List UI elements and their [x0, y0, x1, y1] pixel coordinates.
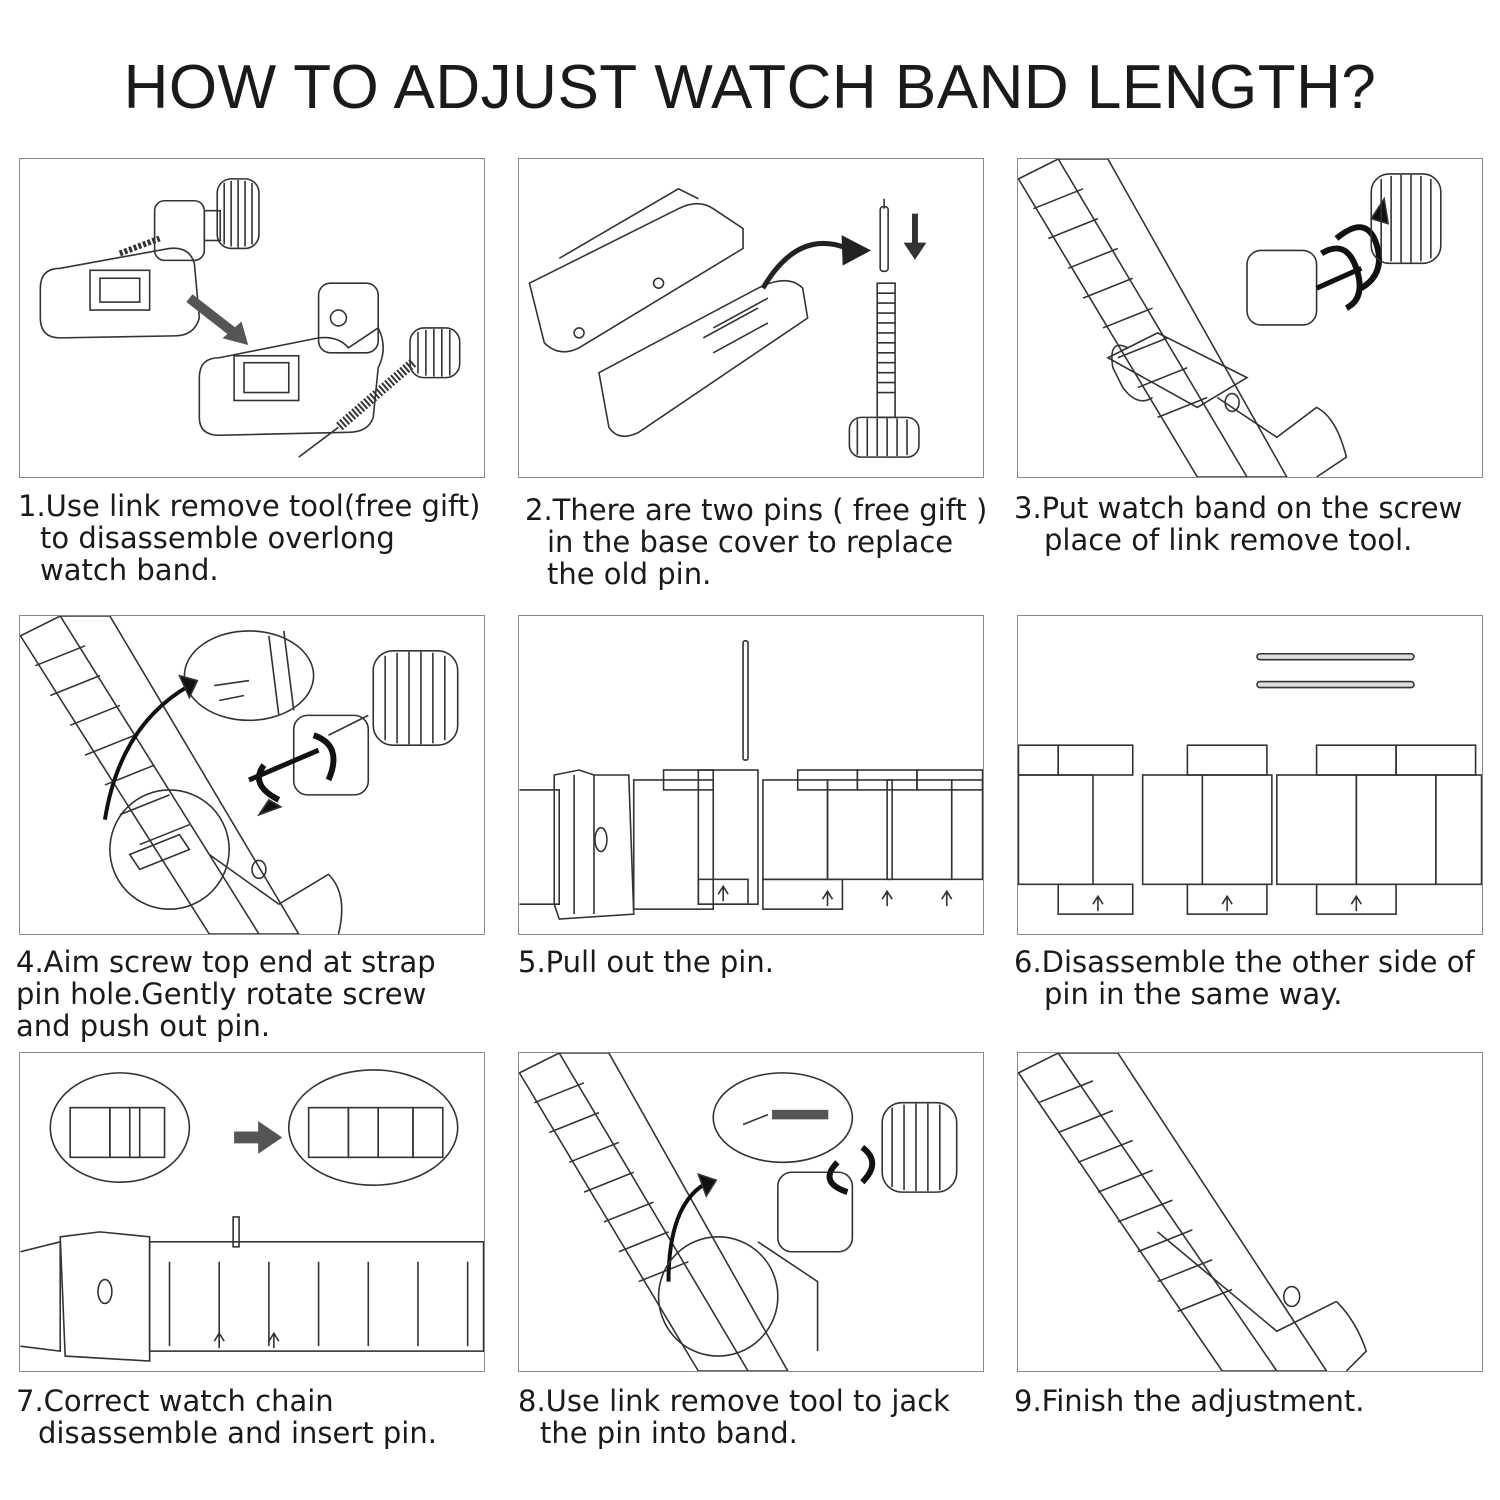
step-8-caption: 8.Use link remove tool to jack the pin i… — [518, 1384, 950, 1450]
step-4-illustration — [19, 615, 485, 935]
step-1-caption: 1.Use link remove tool(free gift) to dis… — [18, 489, 481, 587]
step-6-caption: 6.Disassemble the other side of pin in t… — [1014, 945, 1475, 1011]
step-3-caption: 3.Put watch band on the screw place of l… — [1014, 491, 1463, 557]
step-3-illustration — [1017, 158, 1483, 478]
step-4-caption: 4.Aim screw top end at strap pin hole.Ge… — [16, 945, 436, 1043]
step-2-caption: 2.There are two pins ( free gift ) in th… — [525, 493, 988, 591]
step-9-illustration — [1017, 1052, 1483, 1372]
step-6-illustration — [1017, 615, 1483, 935]
step-5-caption: 5.Pull out the pin. — [518, 945, 774, 979]
step-1-illustration — [19, 158, 485, 478]
step-9-caption: 9.Finish the adjustment. — [1014, 1384, 1365, 1418]
step-2-illustration — [518, 158, 984, 478]
step-8-illustration — [518, 1052, 984, 1372]
step-5-illustration — [518, 615, 984, 935]
step-7-illustration — [19, 1052, 485, 1372]
step-7-caption: 7.Correct watch chain disassemble and in… — [16, 1384, 437, 1450]
page-title: HOW TO ADJUST WATCH BAND LENGTH? — [123, 53, 1377, 122]
